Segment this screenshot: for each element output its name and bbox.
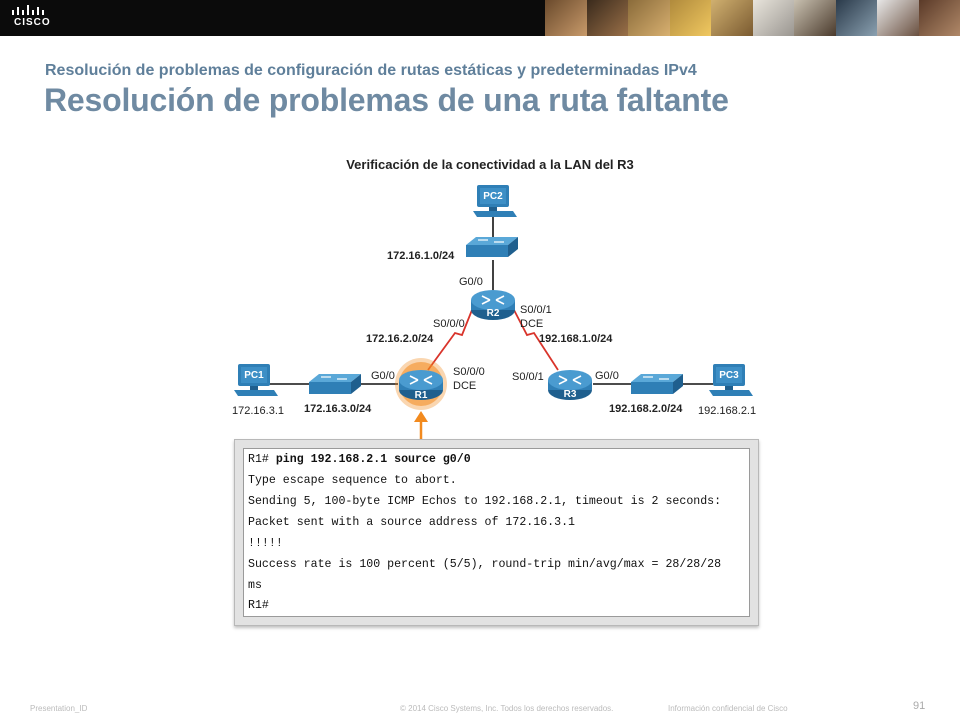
page-number: 91 — [913, 700, 926, 712]
label-net-r2-r3: 192.168.1.0/24 — [539, 333, 613, 345]
label-net-r1-r2: 172.16.2.0/24 — [366, 333, 434, 345]
cli-output-line: Success rate is 100 percent (5/5), round… — [248, 558, 722, 571]
slide-subtitle: Resolución de problemas de configuración… — [45, 62, 697, 79]
cli-output-line: !!!!! — [248, 537, 283, 550]
cli-output-line: Type escape sequence to abort. — [248, 474, 457, 487]
label-net-r1-lan: 172.16.3.0/24 — [304, 403, 372, 415]
r1-label: R1 — [415, 390, 428, 401]
footer-presentation-id: Presentation_ID — [30, 704, 88, 713]
label-pc3-ip: 192.168.2.1 — [698, 405, 756, 417]
diagram-title: Verificación de la conectividad a la LAN… — [346, 157, 634, 172]
label-pc1-ip: 172.16.3.1 — [232, 405, 284, 417]
cisco-logo-icon — [12, 5, 44, 15]
r3-label: R3 — [564, 389, 577, 400]
cli-output-line: ms — [248, 579, 262, 592]
label-r3-s001: S0/0/1 — [512, 371, 544, 383]
brand-wordmark: CISCO — [14, 17, 51, 28]
label-r2-s000: S0/0/0 — [433, 318, 465, 330]
switch-r2-lan-icon — [465, 236, 519, 258]
switch-r1-lan-icon — [308, 373, 362, 395]
label-r1-g0: G0/0 — [371, 370, 395, 382]
cli-output-text: R1# ping 192.168.2.1 source g0/0 Type es… — [243, 448, 750, 617]
cli-output-line: Packet sent with a source address of 172… — [248, 516, 575, 529]
top-banner: CISCO — [0, 0, 960, 36]
cli-output-line: Sending 5, 100-byte ICMP Echos to 192.16… — [248, 495, 722, 508]
pc3-label: PC3 — [719, 370, 739, 381]
footer-copyright: © 2014 Cisco Systems, Inc. Todos los der… — [400, 704, 614, 713]
label-net-r3-lan: 192.168.2.0/24 — [609, 403, 683, 415]
label-r2-dce: DCE — [520, 318, 543, 330]
up-arrow-icon — [414, 411, 428, 440]
label-r1-s000: S0/0/0 — [453, 366, 485, 378]
label-r1-dce: DCE — [453, 380, 476, 392]
switch-r3-lan-icon — [630, 373, 684, 395]
pc2-label: PC2 — [483, 191, 503, 202]
r2-label: R2 — [487, 308, 500, 319]
label-r3-g0: G0/0 — [595, 370, 619, 382]
footer-confidential: Información confidencial de Cisco — [668, 704, 788, 713]
serial-links — [427, 309, 559, 371]
label-net-r2-lan: 172.16.1.0/24 — [387, 250, 455, 262]
label-r2-s001: S0/0/1 — [520, 304, 552, 316]
ethernet-links — [266, 206, 713, 385]
banner-photo-strip — [545, 0, 960, 36]
label-r2-g0: G0/0 — [459, 276, 483, 288]
cli-output-panel: R1# ping 192.168.2.1 source g0/0 Type es… — [234, 439, 759, 626]
slide-title: Resolución de problemas de una ruta falt… — [44, 82, 729, 118]
cli-output-line: R1# — [248, 599, 269, 612]
pc1-label: PC1 — [244, 370, 264, 381]
cli-command-line: R1# ping 192.168.2.1 source g0/0 — [248, 453, 471, 466]
